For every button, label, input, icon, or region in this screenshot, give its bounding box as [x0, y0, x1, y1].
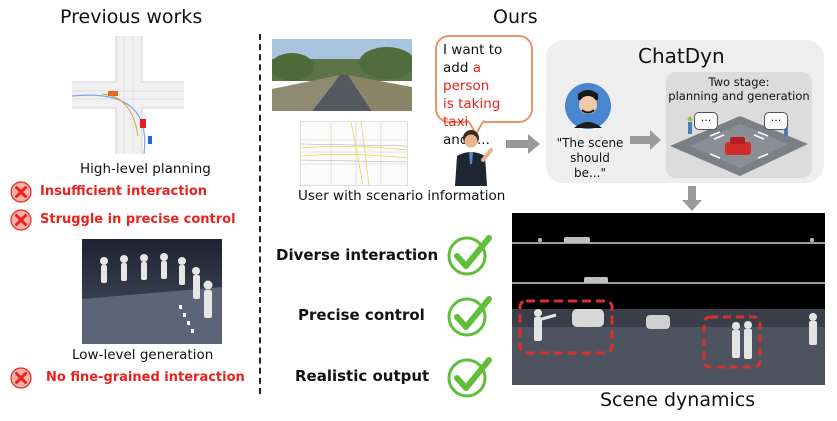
street-photo — [272, 39, 412, 111]
issue-row-3: No fine-grained interaction — [10, 366, 260, 390]
dots-right-text: ... — [770, 111, 782, 124]
ours-title: Ours — [493, 6, 538, 28]
issue-label-2: Struggle in precise control — [40, 212, 236, 227]
green-check-icon — [447, 296, 492, 337]
green-check-icon — [447, 235, 492, 276]
planning-map-image — [72, 36, 184, 154]
benefit-label-2: Precise control — [298, 306, 425, 324]
benefit-label-3: Realistic output — [295, 367, 430, 385]
red-x-icon — [10, 181, 32, 203]
stage-line-2: planning and generation — [668, 89, 810, 103]
motion-generation-image — [82, 239, 222, 344]
dots-left-text: ... — [700, 111, 712, 124]
inner-arrow-icon — [630, 130, 661, 150]
intersection-scene-image — [670, 116, 808, 176]
quote-line-2: should be..." — [570, 151, 610, 180]
low-level-generation-caption: Low-level generation — [72, 347, 214, 363]
green-check-icon — [447, 357, 492, 398]
previous-works-title: Previous works — [60, 6, 203, 28]
high-level-planning-caption: High-level planning — [80, 161, 211, 177]
quote-line-1: "The scene — [556, 136, 624, 150]
user-speech-bubble: I want to add a person is taking taxi an… — [435, 35, 533, 148]
dots-bubble-right: ... — [764, 112, 788, 130]
chatdyn-title: ChatDyn — [638, 44, 725, 68]
benefit-label-1: Diverse interaction — [276, 246, 439, 264]
chatdyn-panel: ChatDyn "The scene should be..." Two sta… — [546, 40, 824, 183]
scene-dynamics-caption: Scene dynamics — [600, 389, 756, 411]
speech-line-2-pre: add — [443, 60, 473, 76]
user-caption: User with scenario information — [298, 188, 506, 204]
speech-line-1: I want to — [443, 42, 503, 58]
speech-line-2-red: a person — [443, 60, 490, 94]
arrow-down-icon — [682, 186, 702, 211]
dots-bubble-left: ... — [694, 112, 718, 130]
stage-line-1: Two stage: — [708, 75, 770, 89]
user-person-icon — [455, 130, 493, 186]
issue-label-1: Insufficient interaction — [40, 184, 208, 199]
red-x-icon — [10, 367, 32, 389]
chatdyn-quote: "The scene should be..." — [554, 136, 626, 181]
speech-line-3-red: is taking taxi — [443, 96, 501, 130]
red-x-icon — [10, 209, 32, 231]
issue-row-1: Insufficient interaction — [10, 180, 250, 204]
two-stage-box: Two stage: planning and generation ... .… — [666, 72, 812, 178]
arrow-right-icon — [506, 134, 540, 154]
column-divider — [259, 34, 261, 394]
chatdyn-avatar-icon — [565, 83, 611, 129]
scene-dynamics-image — [512, 213, 825, 385]
issue-label-3: No fine-grained interaction — [46, 370, 245, 385]
scenario-map-image — [300, 121, 408, 186]
issue-row-2: Struggle in precise control — [10, 208, 260, 232]
